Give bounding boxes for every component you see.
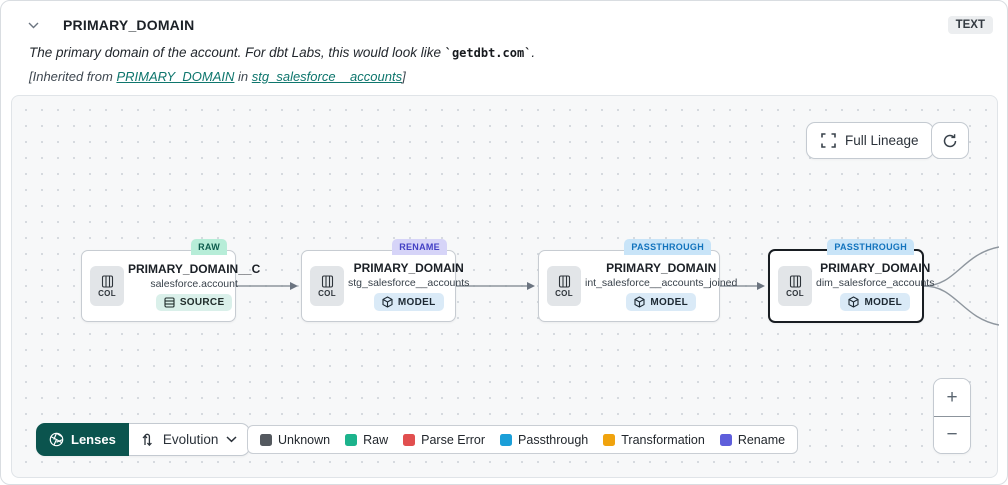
description-code: `getdbt.com` (444, 46, 532, 60)
inherited-column-link[interactable]: PRIMARY_DOMAIN (116, 69, 235, 84)
column-icon (558, 274, 571, 288)
refresh-icon (942, 133, 958, 149)
node-subtitle: dim_salesforce_accounts (816, 277, 935, 289)
collapse-chevron-icon[interactable] (23, 15, 43, 35)
legend-item-parse-error: Parse Error (403, 433, 485, 447)
node-title: PRIMARY_DOMAIN (606, 261, 717, 275)
zoom-in-button[interactable]: + (934, 379, 970, 416)
column-description: The primary domain of the account. For d… (29, 45, 536, 60)
expand-icon (821, 133, 836, 148)
node-subtitle: int_salesforce__accounts_joined (585, 277, 738, 289)
source-icon (164, 296, 175, 308)
legend-item-passthrough: Passthrough (500, 433, 588, 447)
column-chip: COL (778, 266, 812, 306)
zoom-out-button[interactable]: − (934, 416, 970, 453)
zoom-controls: + − (933, 378, 971, 454)
legend-item-raw: Raw (345, 433, 388, 447)
lineage-node-intermediate[interactable]: PASSTHROUGH COL PRIMARY_DOMAIN int_sales… (538, 239, 737, 322)
status-badge: RENAME (392, 239, 447, 255)
model-cube-icon (848, 296, 859, 308)
column-chip: COL (90, 266, 124, 306)
inherited-model-link[interactable]: stg_salesforce__accounts (251, 69, 403, 84)
column-type-badge: TEXT (947, 16, 993, 34)
lineage-canvas[interactable]: Full Lineage RAW COL (11, 95, 999, 478)
evolution-arrows-icon (141, 432, 155, 447)
status-badge: PASSTHROUGH (827, 239, 914, 255)
lenses-label: Lenses (71, 432, 116, 447)
refresh-button[interactable] (931, 122, 969, 159)
lens-aperture-icon (49, 432, 64, 447)
lineage-node-source[interactable]: RAW COL PRIMARY_DOMAIN__C salesforce.acc… (81, 239, 260, 322)
node-title: PRIMARY_DOMAIN (353, 261, 464, 275)
legend-swatch (260, 433, 272, 446)
column-chip: COL (547, 266, 581, 306)
node-subtitle: salesforce.account (150, 277, 238, 290)
node-subtitle: stg_salesforce__accounts (348, 277, 470, 289)
column-title: PRIMARY_DOMAIN (63, 17, 195, 33)
model-cube-icon (382, 296, 393, 308)
legend-swatch (603, 433, 616, 446)
status-badge: RAW (191, 239, 227, 255)
status-badge: PASSTHROUGH (624, 239, 711, 255)
lineage-node-staging[interactable]: RENAME COL PRIMARY_DOMAIN stg_salesforce… (301, 239, 469, 322)
lineage-node-dim-selected[interactable]: PASSTHROUGH COL PRIMARY_DOMAIN dim_sales… (768, 239, 934, 323)
column-icon (789, 274, 802, 288)
full-lineage-button[interactable]: Full Lineage (806, 122, 934, 159)
node-kind-chip: MODEL (373, 293, 444, 311)
node-title: PRIMARY_DOMAIN__C (128, 261, 261, 276)
node-kind-chip: SOURCE (155, 293, 233, 311)
lenses-button[interactable]: Lenses (36, 423, 129, 456)
panel-header: PRIMARY_DOMAIN TEXT (23, 13, 993, 37)
legend-swatch (403, 433, 416, 446)
node-title: PRIMARY_DOMAIN (820, 261, 931, 275)
inherited-from-line: [Inherited from PRIMARY_DOMAIN in stg_sa… (29, 69, 406, 84)
column-icon (101, 274, 114, 288)
evolution-dropdown[interactable]: Evolution (128, 423, 251, 456)
legend-swatch (345, 433, 358, 446)
legend-item-transformation: Transformation (603, 433, 705, 447)
legend-swatch (500, 433, 513, 446)
node-kind-chip: MODEL (840, 293, 911, 311)
column-icon (321, 274, 334, 288)
legend-item-unknown: Unknown (260, 433, 330, 447)
node-kind-chip: MODEL (626, 293, 696, 311)
column-chip: COL (310, 266, 344, 306)
model-cube-icon (634, 296, 645, 308)
legend-item-rename: Rename (719, 433, 785, 447)
chevron-down-icon (226, 436, 237, 443)
evolution-label: Evolution (162, 432, 219, 447)
lenses-toolbar: Lenses Evolution (36, 423, 251, 456)
lineage-legend: Unknown Raw Parse Error Passthrough Tran… (247, 425, 799, 454)
full-lineage-label: Full Lineage (845, 133, 919, 148)
legend-swatch (719, 433, 732, 446)
